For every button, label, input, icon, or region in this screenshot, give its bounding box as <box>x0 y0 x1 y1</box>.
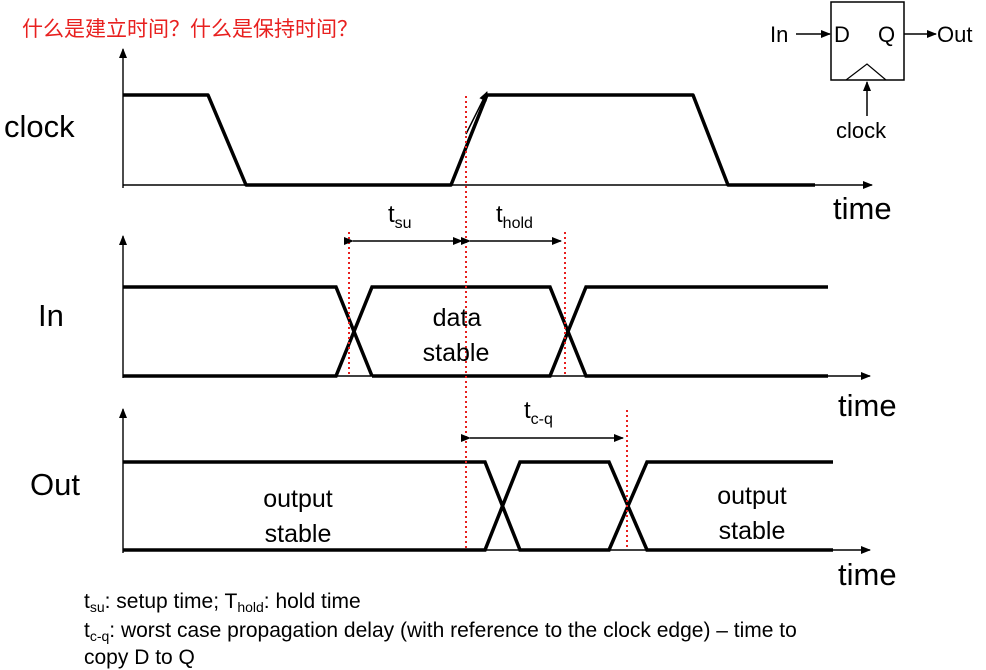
tsu-label: tsu <box>388 201 412 232</box>
ff-q-label: Q <box>878 22 895 47</box>
signal-label-in: In <box>38 298 64 333</box>
ff-d-label: D <box>834 22 850 47</box>
output-stable-right-line2: stable <box>719 517 786 545</box>
flip-flop-box <box>830 1 905 81</box>
ff-clock-label: clock <box>836 118 887 143</box>
in-trace-low <box>123 285 828 378</box>
output-stable-left-line1: output <box>263 485 333 513</box>
output-stable-right-line1: output <box>717 482 787 510</box>
out-waveform <box>123 460 833 552</box>
note-tcq: tc-q: worst case propagation delay (with… <box>84 619 797 644</box>
in-axes: time <box>119 235 897 423</box>
clock-waveform <box>123 93 815 187</box>
signal-label-out: Out <box>30 467 80 502</box>
data-stable-label-line1: data <box>433 304 482 332</box>
ff-in-label: In <box>770 22 788 47</box>
clock-rising-edge-arrow <box>465 91 488 135</box>
in-time-label: time <box>838 388 897 423</box>
data-stable-label-line2: stable <box>423 339 490 367</box>
out-trace-low <box>123 460 833 552</box>
thold-dimension: thold <box>461 201 562 245</box>
out-time-label: time <box>838 557 897 592</box>
page-title: 什么是建立时间？什么是保持时间？ <box>22 17 358 41</box>
clock-input-triangle <box>845 63 887 81</box>
clock-time-label: time <box>833 191 892 226</box>
tcq-dimension: tc-q <box>461 397 624 442</box>
in-trace-high-to-low <box>123 285 374 377</box>
flip-flop-symbol: In D Q Out clock <box>770 1 972 143</box>
thold-label: thold <box>496 201 533 232</box>
output-stable-left-line2: stable <box>265 520 332 548</box>
note-setup-hold: tsu: setup time; Thold: hold time <box>84 590 361 615</box>
out-trace-high <box>123 460 833 552</box>
clock-axes: time <box>119 48 892 226</box>
ff-out-label: Out <box>937 22 972 47</box>
tcq-label: tc-q <box>524 397 553 428</box>
note-copy: copy D to Q <box>84 646 195 669</box>
signal-label-clock: clock <box>4 109 75 144</box>
tsu-dimension: tsu <box>344 201 463 245</box>
in-trace-high <box>372 285 828 378</box>
in-waveform <box>123 285 828 378</box>
